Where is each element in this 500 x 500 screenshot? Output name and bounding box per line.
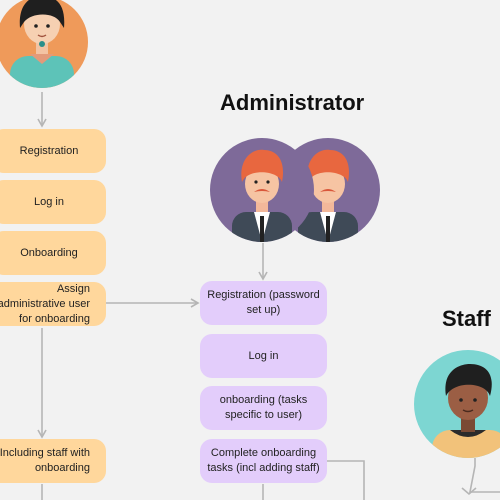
- step-onboarding: Onboarding: [0, 231, 106, 275]
- admin-step-log-in: Log in: [200, 334, 327, 378]
- staff-heading: Staff: [442, 306, 491, 331]
- administrator-heading: Administrator: [220, 90, 365, 115]
- step-including-staff: Including staff with onboarding: [0, 439, 106, 483]
- user-avatar: [0, 0, 88, 88]
- staff-connector: [469, 458, 500, 493]
- admin-step-onboarding: onboarding (tasks specific to user): [200, 386, 327, 430]
- step-assign-admin-user: Assign administrative user for onboardin…: [0, 282, 106, 326]
- admin-step-complete-onboarding: Complete onboarding tasks (incl adding s…: [200, 439, 327, 483]
- line-complete-to-right: [327, 460, 365, 500]
- staff-avatar: [414, 350, 500, 458]
- step-registration: Registration: [0, 129, 106, 173]
- administrator-avatar: [210, 138, 380, 242]
- staff-arrowhead: [461, 487, 477, 496]
- step-log-in: Log in: [0, 180, 106, 224]
- admin-step-registration: Registration (password set up): [200, 281, 327, 325]
